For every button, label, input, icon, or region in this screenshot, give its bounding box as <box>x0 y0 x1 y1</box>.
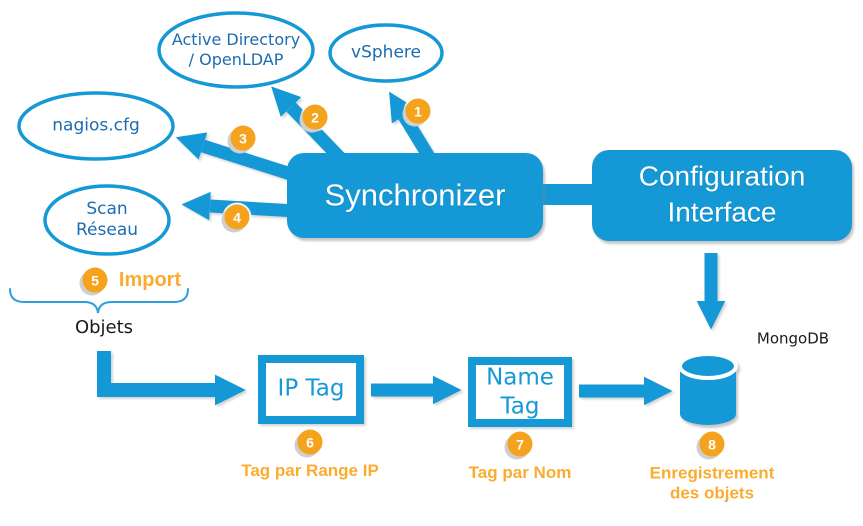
active-directory-ellipse <box>157 11 315 89</box>
scan-reseau-line1: Scan <box>86 198 128 219</box>
name-tag-line2: Tag <box>500 393 540 419</box>
ip-tag-box <box>258 355 364 424</box>
synchronizer-label: Synchronizer <box>324 177 506 213</box>
ip-tag-label: IP Tag <box>277 375 345 402</box>
scan-reseau-ellipse <box>43 184 171 256</box>
arrow-objets-to-iptag <box>97 351 246 406</box>
tag-par-range-ip-label: Tag par Range IP <box>241 460 379 480</box>
cylinder-top-cap <box>678 352 738 380</box>
source-ellipses <box>17 11 444 256</box>
nagios-ellipse <box>17 91 175 161</box>
active-directory-label: Active Directory / OpenLDAP <box>172 30 300 70</box>
bottom-flow-arrows <box>97 351 673 406</box>
name-tag-box <box>468 357 572 427</box>
configuration-interface-label: Configuration Interface <box>639 159 806 232</box>
configuration-interface-box <box>592 150 852 241</box>
name-tag-line1: Name <box>486 364 554 391</box>
vsphere-ellipse <box>328 23 444 83</box>
name-tag-label: Name Tag <box>486 363 554 421</box>
objets-label: Objets <box>74 316 134 338</box>
scan-reseau-label: Scan Réseau <box>76 199 138 242</box>
step-badge-5: 5 <box>82 267 108 293</box>
synchronizer-box <box>287 153 543 238</box>
import-brace <box>9 288 189 314</box>
tag-par-nom-label: Tag par Nom <box>468 462 572 482</box>
configuration-line2: Interface <box>667 197 777 228</box>
mongodb-cylinder-icon <box>678 352 738 425</box>
enregistrement-label: Enregistrement des objets <box>650 464 775 505</box>
configuration-line1: Configuration <box>638 160 806 192</box>
sync-config-connector <box>540 184 596 205</box>
import-label: Import <box>118 269 182 291</box>
cylinder-bottom <box>680 403 736 425</box>
step-badge-2: 2 <box>302 104 328 130</box>
scan-reseau-line2: Réseau <box>75 220 139 240</box>
step-badge-6: 6 <box>297 429 323 455</box>
mongodb-label: MongoDB <box>756 329 830 348</box>
enregistrement-line1: Enregistrement <box>649 463 775 483</box>
step-badge-8: 8 <box>699 431 725 457</box>
step-badge-4: 4 <box>224 204 250 230</box>
vsphere-label: vSphere <box>351 42 421 63</box>
arrow-4-to-scan-reseau <box>181 191 298 221</box>
nagios-label: nagios.cfg <box>52 115 140 136</box>
arrow-3-to-nagios <box>175 132 299 183</box>
step-badge-1: 1 <box>405 98 431 124</box>
enregistrement-line2: des objets <box>669 484 755 503</box>
active-directory-line1: Active Directory <box>171 30 301 49</box>
step-badge-3: 3 <box>230 125 256 151</box>
step-badge-7: 7 <box>507 431 533 457</box>
active-directory-line2: / OpenLDAP <box>188 50 284 69</box>
